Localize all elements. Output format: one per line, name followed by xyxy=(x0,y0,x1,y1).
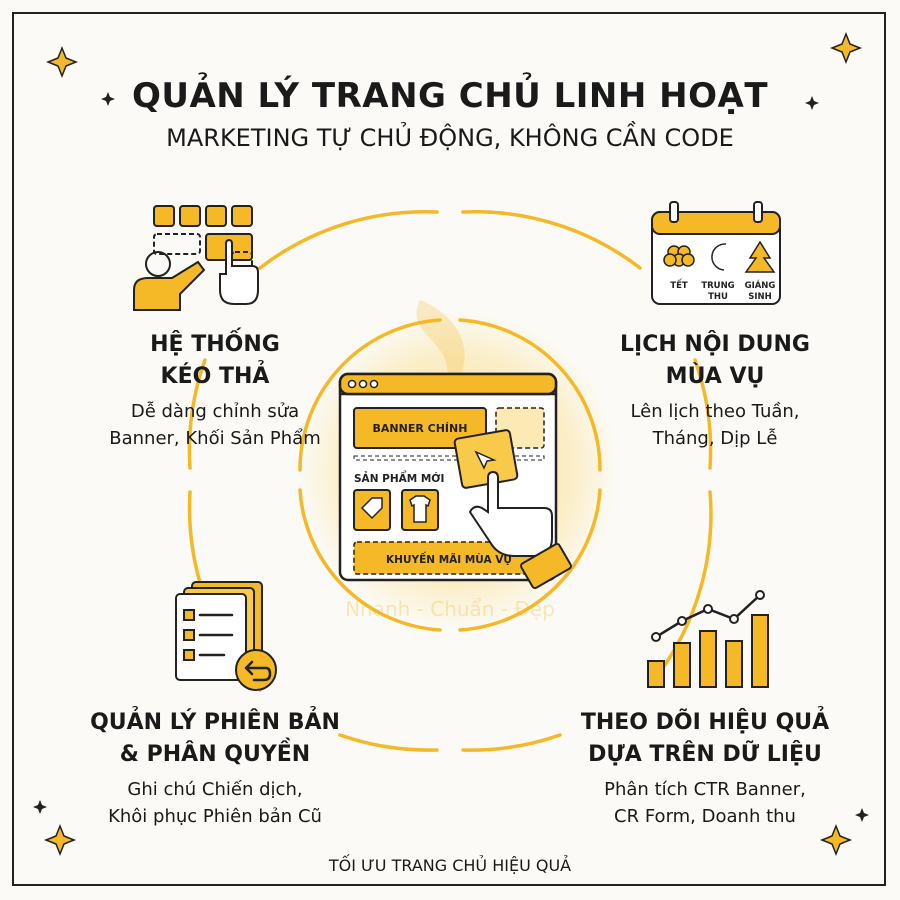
shirt-icon xyxy=(409,495,431,523)
section-title-drag-drop-line1: HỆ THỐNG xyxy=(150,332,280,357)
page-title: QUẢN LÝ TRANG CHỦ LINH HOẠT xyxy=(131,76,769,116)
cursor-icon xyxy=(474,450,497,470)
drag-drop-grid-icon xyxy=(133,205,259,311)
window-dot-icon xyxy=(369,379,379,389)
ring-arc xyxy=(187,358,207,470)
promo-label: KHUYẾN MÃI MÙA VỤ xyxy=(386,551,512,566)
tree-icon xyxy=(744,240,776,273)
sleeve-icon xyxy=(520,542,572,590)
section-desc-analytics-line1: Phân tích CTR Banner, xyxy=(604,779,806,800)
sparkle-icon xyxy=(43,823,77,857)
page-subtitle: MARKETING TỰ CHỦ ĐỘNG, KHÔNG CẦN CODE xyxy=(166,124,734,152)
watermark-tagline: Nhanh - Chuẩn - Đẹp xyxy=(345,597,555,621)
calendar-event-3-line2: SINH xyxy=(748,292,772,302)
window-dot-icon xyxy=(358,379,368,389)
ring-arc xyxy=(338,733,439,752)
section-desc-versioning-line2: Khôi phục Phiên bản Cũ xyxy=(108,806,322,827)
window-dot-icon xyxy=(347,379,357,389)
section-desc-analytics-line2: CR Form, Doanh thu xyxy=(614,806,796,827)
sparkle-icon xyxy=(855,808,869,822)
bar-chart-trend-icon xyxy=(647,590,769,688)
sparkle-icon xyxy=(829,31,863,65)
section-title-drag-drop-line2: KÉO THẢ xyxy=(160,364,270,389)
outer-frame xyxy=(12,12,886,886)
calendar-icon: TẾT TRUNG THU GIÁNG SINH xyxy=(651,201,781,305)
calendar-event-1-line1: TẾT xyxy=(670,278,688,291)
ring-arc xyxy=(461,733,562,752)
section-desc-calendar-line1: Lên lịch theo Tuần, xyxy=(630,401,800,422)
sparkle-icon xyxy=(33,800,47,814)
calendar-event-3-line1: GIÁNG xyxy=(745,279,776,291)
section-desc-versioning-line1: Ghi chú Chiến dịch, xyxy=(127,779,303,800)
sparkle-icon xyxy=(45,45,79,79)
section-desc-drag-drop-line2: Banner, Khối Sản Phẩm xyxy=(109,428,321,449)
section-desc-calendar-line2: Tháng, Dịp Lễ xyxy=(652,428,778,449)
footer-text: TỐI ƯU TRANG CHỦ HIỆU QUẢ xyxy=(310,856,590,875)
section-title-analytics-line1: THEO DÕI HIỆU QUẢ xyxy=(580,710,830,735)
inner-ring-arc xyxy=(458,488,602,632)
document-restore-icon xyxy=(175,581,277,691)
calendar-event-2-line1: TRUNG xyxy=(701,281,734,291)
ring-arc xyxy=(658,490,713,674)
sparkle-icon xyxy=(101,92,115,106)
inner-ring-arc xyxy=(298,488,442,632)
section-title-versioning-line2: & PHÂN QUYỀN xyxy=(119,742,311,767)
inner-ring-arc xyxy=(458,318,602,472)
section-title-versioning-line1: QUẢN LÝ PHIÊN BẢN xyxy=(90,710,340,735)
ring-arc xyxy=(693,358,713,470)
section-desc-drag-drop-line1: Dễ dàng chỉnh sửa xyxy=(130,401,300,422)
hand-pointer-icon xyxy=(468,470,553,557)
new-products-label: SẢN PHẨM MỚI xyxy=(354,470,444,485)
tag-icon xyxy=(360,497,383,520)
blossom-icon xyxy=(663,245,695,267)
moon-icon xyxy=(711,243,727,271)
inner-ring-arc xyxy=(298,318,442,472)
section-title-analytics-line2: DỰA TRÊN DỮ LIỆU xyxy=(588,742,822,767)
footer-bar: TỐI ƯU TRANG CHỦ HIỆU QUẢ xyxy=(0,856,900,875)
section-title-calendar-line1: LỊCH NỘI DUNG xyxy=(620,332,810,357)
ring-arc xyxy=(461,209,642,270)
ring-arc xyxy=(258,209,439,270)
sparkle-icon xyxy=(805,96,819,110)
section-title-calendar-line2: MÙA VỤ xyxy=(665,364,765,389)
sparkle-icon xyxy=(819,823,853,857)
homepage-builder-mockup: BANNER CHÍNH SẢN PHẨM MỚI KHUYẾN MÃI MÙA… xyxy=(338,372,572,590)
calendar-event-2-line2: THU xyxy=(708,292,728,302)
drop-zone xyxy=(353,455,545,461)
banner-label: BANNER CHÍNH xyxy=(373,422,468,435)
banner-block xyxy=(353,407,487,449)
undo-arrow-icon xyxy=(244,660,272,682)
